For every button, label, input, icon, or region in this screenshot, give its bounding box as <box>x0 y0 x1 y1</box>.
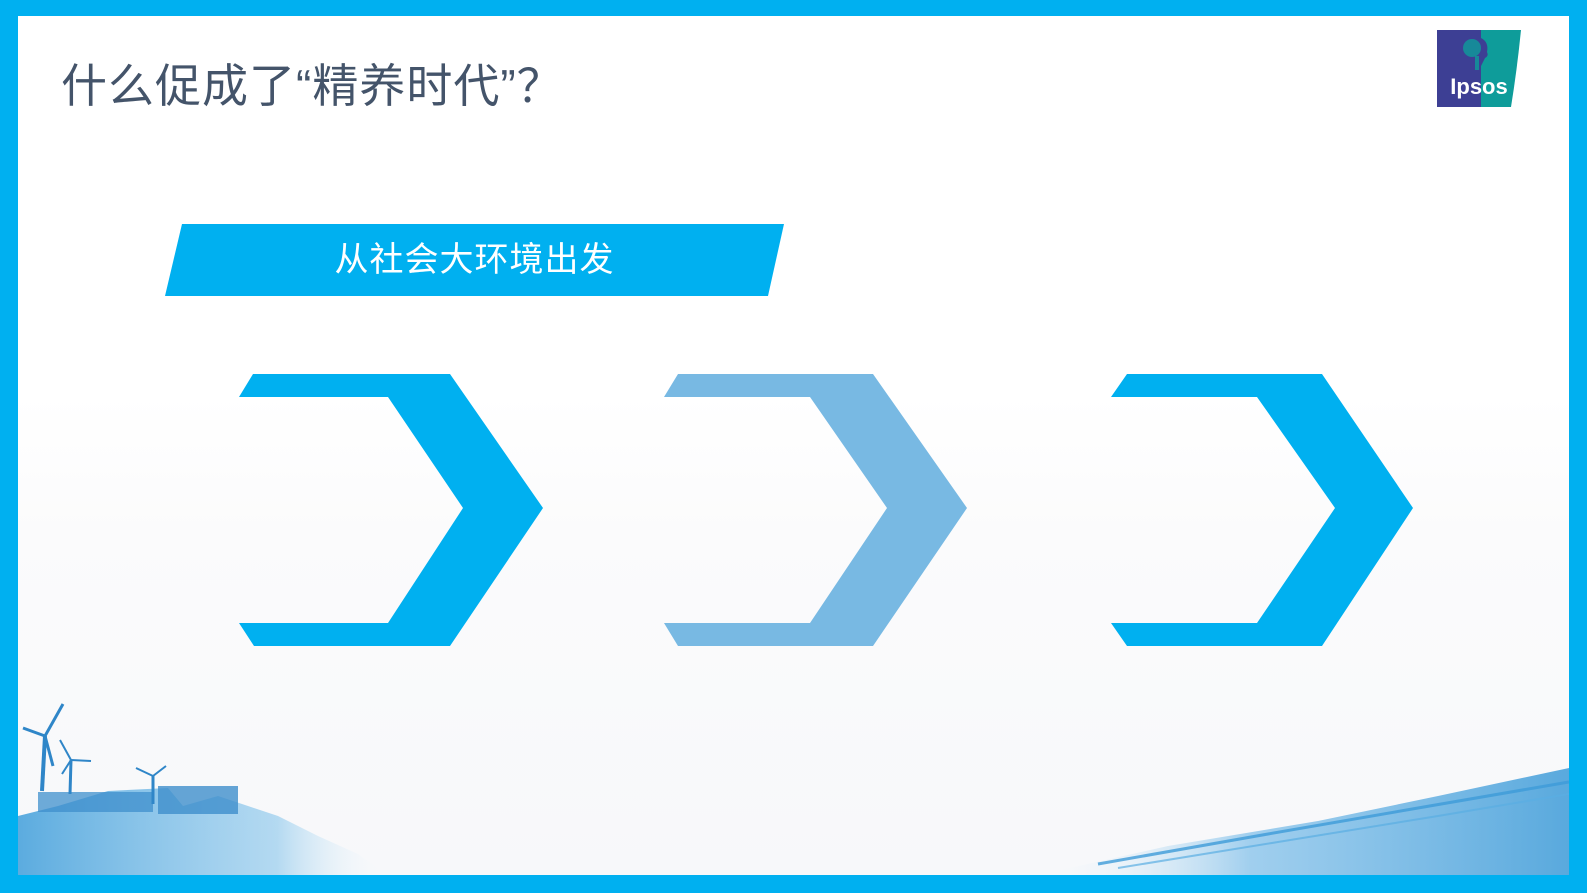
chevron-1-shape <box>239 374 543 646</box>
chevron-3-shape <box>1111 374 1413 646</box>
banner-label: 从社会大环境出发 <box>334 241 615 279</box>
chevron-shapes <box>239 374 1413 646</box>
page-title: 什么促成了“精养时代”？ <box>61 60 564 112</box>
chevron-2-shape <box>664 374 967 646</box>
wind-turbine-icon <box>18 703 388 875</box>
slide-canvas: 什么促成了“精养时代”？ Ipsos 从社会大环境出发 疫情 三年的疫情，最终比… <box>18 16 1569 875</box>
section-banner: 从社会大环境出发 <box>165 224 784 296</box>
scenery-illustration <box>18 703 1569 875</box>
bridge-illustration <box>1038 768 1569 875</box>
ipsos-logo: Ipsos <box>1437 30 1522 107</box>
logo-text: Ipsos <box>1450 74 1507 99</box>
